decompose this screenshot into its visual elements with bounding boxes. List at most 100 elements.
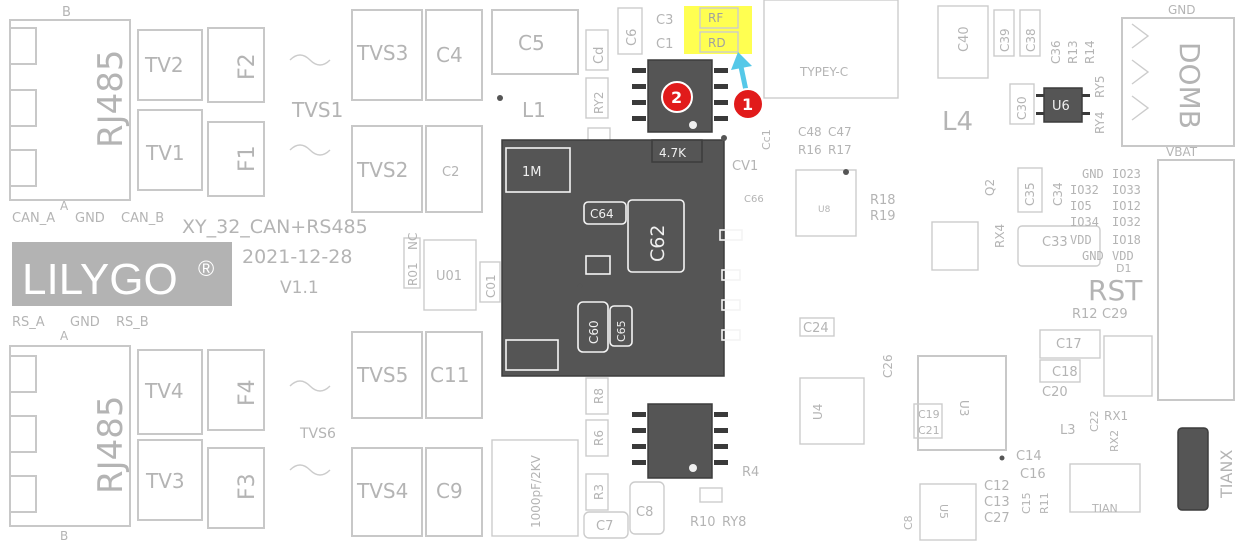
hdr-io5: IO5 (1070, 199, 1092, 213)
part-c16: C16 (1020, 467, 1046, 482)
mid-left-parts: R01 NC U01 C01 (403, 233, 501, 311)
pin-can-b: CAN_B (121, 211, 164, 226)
top-protection-parts: TV2 TV1 F2 F1 TVS1 TVS3 TVS2 C4 C2 C5 L1… (137, 7, 673, 213)
part-c11: C11 (430, 363, 469, 387)
part-tvs6: TVS6 (299, 426, 336, 442)
part-c27: C27 (984, 511, 1010, 526)
part-c34: C34 (1051, 182, 1065, 206)
hdr-io23: IO23 (1112, 167, 1141, 181)
part-r12: R12 (1072, 307, 1098, 322)
part-l3: L3 (1060, 423, 1076, 438)
hdr-io32b: IO32 (1112, 215, 1141, 229)
part-tv3: TV3 (145, 469, 185, 493)
part-c24: C24 (803, 321, 829, 336)
part-domb: DOMB (1173, 42, 1206, 129)
part-nc: NC (406, 233, 420, 250)
part-c2: C2 (442, 165, 459, 180)
label-gnd-top: GND (1168, 3, 1196, 17)
part-u5: U5 (937, 504, 950, 519)
part-c36: C36 (1049, 40, 1063, 64)
part-c26: C26 (881, 354, 895, 378)
part-c14: C14 (1016, 449, 1042, 464)
logo-registered-mark: ® (198, 256, 214, 281)
part-rx2: RX2 (1108, 430, 1121, 452)
part-r3: R3 (592, 484, 606, 500)
highlighted-rf-rd-region: RF RD (684, 6, 752, 54)
label-rst: RST (1088, 274, 1143, 307)
rj485-top-pin-a: A (60, 199, 69, 213)
part-tvs4: TVS4 (356, 479, 408, 503)
part-cc1: Cc1 (760, 129, 773, 150)
hdr-io34: IO34 (1070, 215, 1099, 229)
pin-rs-b: RS_B (116, 315, 149, 330)
part-tvs2: TVS2 (356, 158, 408, 182)
part-u01: U01 (436, 269, 462, 284)
part-1000pf: 1000pF/2KV (529, 454, 543, 528)
pin-can-gnd: GND (75, 211, 105, 226)
hdr-gnd: GND (1082, 167, 1104, 181)
part-c13: C13 (984, 495, 1010, 510)
part-tv1: TV1 (145, 141, 185, 165)
part-c8: C8 (636, 505, 653, 520)
part-c29: C29 (1102, 307, 1128, 322)
part-tv4: TV4 (144, 379, 184, 403)
board-version: V1.1 (280, 278, 319, 298)
part-c33: C33 (1042, 235, 1068, 250)
right-section: C40 C39 C38 C36 R13 R14 L4 C30 U6 RY4 RY… (902, 3, 1236, 541)
rj485-top-connector: B RJ485 A CAN_A GND CAN_B (9, 5, 164, 226)
rj485-bottom-connector: RS_A GND RS_B A RJ485 B (9, 315, 149, 543)
part-tv2: TV2 (144, 53, 184, 77)
rj485-top-pin-b: B (62, 5, 71, 20)
hdr-vdd: VDD (1070, 233, 1092, 247)
part-c21: C21 (918, 424, 940, 437)
rj485-bottom-pin-b: B (60, 529, 68, 543)
hdr-io12: IO12 (1112, 199, 1141, 213)
part-c40: C40 (957, 26, 972, 52)
part-c48: C48 (798, 125, 822, 139)
part-c15: C15 (1020, 492, 1033, 514)
part-r01: R01 (406, 262, 420, 286)
part-c12: C12 (984, 479, 1010, 494)
part-c4: C4 (436, 43, 463, 67)
part-c39: C39 (998, 28, 1012, 52)
marker-2: 2 (661, 81, 693, 113)
part-u4: U4 (811, 404, 825, 420)
part-f3: F3 (235, 473, 260, 500)
part-ry2: RY2 (592, 91, 606, 114)
label-rd: RD (708, 36, 726, 50)
part-r16: R16 (798, 143, 822, 157)
logo-text: LILYGO (22, 255, 178, 304)
part-l4: L4 (942, 107, 973, 137)
bottom-soic-chip (632, 403, 728, 479)
part-c3: C3 (656, 13, 673, 28)
pointer-arrow-head (731, 52, 752, 70)
part-c47: C47 (828, 125, 852, 139)
part-r10: R10 (690, 515, 716, 530)
part-r14: R14 (1083, 40, 1097, 64)
rj485-bottom-label: RJ485 (91, 395, 131, 494)
part-u8: U8 (818, 205, 831, 215)
part-ry5: RY5 (1093, 75, 1107, 98)
board-title: XY_32_CAN+RS485 (182, 216, 368, 238)
part-c1: C1 (656, 37, 673, 52)
highlight-box (684, 6, 752, 54)
part-c20: C20 (1042, 385, 1068, 400)
part-f2: F2 (235, 53, 260, 80)
part-typey-c: TYPEY-C (799, 65, 848, 79)
part-c17: C17 (1056, 337, 1082, 352)
part-c7: C7 (596, 519, 613, 534)
part-r6: R6 (592, 430, 606, 446)
part-tian: TIAN (1091, 502, 1118, 515)
hdr-gnd-b: GND (1082, 249, 1104, 263)
part-r11: R11 (1038, 492, 1051, 514)
part-r19: R19 (870, 209, 896, 224)
part-d1: D1 (1116, 262, 1131, 275)
marker-1: 1 (732, 88, 764, 120)
part-l1: L1 (522, 98, 546, 122)
part-f4: F4 (235, 379, 260, 406)
part-tianx: TIANX (1217, 450, 1236, 499)
part-cv1: CV1 (732, 159, 758, 174)
hdr-io32: IO32 (1070, 183, 1099, 197)
